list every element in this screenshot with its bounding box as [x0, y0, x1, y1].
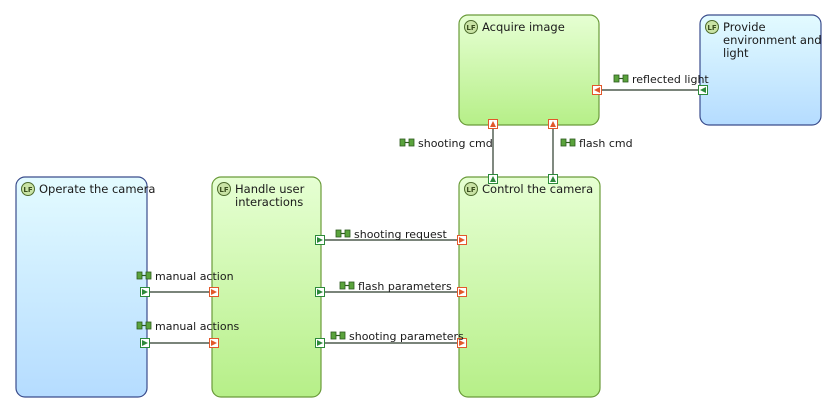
input-port[interactable]: [548, 119, 558, 129]
function-title: interactions: [235, 195, 303, 209]
exchange-label: manual actions: [155, 320, 240, 333]
exchange-item-icon: [560, 138, 576, 147]
input-port[interactable]: [592, 85, 602, 95]
output-port[interactable]: [315, 235, 325, 245]
badge-text: LF: [707, 24, 716, 32]
output-port[interactable]: [315, 287, 325, 297]
function-box: [699, 14, 822, 126]
output-port[interactable]: [140, 287, 150, 297]
function-box: [458, 176, 601, 398]
input-port[interactable]: [488, 119, 498, 129]
badge-text: LF: [466, 186, 475, 194]
exchange-item-icon: [339, 281, 355, 290]
exchange-item-icon: [399, 138, 415, 147]
logical-function-icon: LF: [464, 20, 478, 34]
badge-text: LF: [23, 186, 32, 194]
exchange-item-icon: [613, 74, 629, 83]
exchange-label: reflected light: [632, 73, 709, 86]
exchange-flash-parameters[interactable]: flash parameters: [339, 280, 452, 293]
logical-function-icon: LF: [21, 182, 35, 196]
exchange-manual-actions[interactable]: manual actions: [136, 320, 240, 333]
function-title: Acquire image: [482, 20, 565, 34]
output-port[interactable]: [548, 174, 558, 184]
exchange-label: flash cmd: [579, 137, 633, 150]
exchange-label: shooting parameters: [349, 330, 464, 343]
function-box: [15, 176, 148, 398]
input-port[interactable]: [457, 235, 467, 245]
output-port[interactable]: [488, 174, 498, 184]
input-port[interactable]: [457, 287, 467, 297]
function-control[interactable]: LF Control the camera: [458, 176, 601, 398]
input-port[interactable]: [457, 338, 467, 348]
function-title: environment and: [723, 33, 822, 47]
input-port[interactable]: [209, 287, 219, 297]
function-title: Control the camera: [482, 182, 593, 196]
exchange-manual-action[interactable]: manual action: [136, 270, 234, 283]
badge-text: LF: [466, 24, 475, 32]
function-title: Provide: [723, 20, 766, 34]
exchange-item-icon: [335, 229, 351, 238]
exchange-item-icon: [136, 271, 152, 280]
exchange-flash-cmd[interactable]: flash cmd: [560, 137, 633, 150]
exchange-item-icon: [330, 331, 346, 340]
exchange-label: shooting cmd: [418, 137, 493, 150]
exchange-shooting-parameters[interactable]: shooting parameters: [330, 330, 464, 343]
function-acquire[interactable]: LF Acquire image: [458, 14, 600, 126]
exchange-reflected-light[interactable]: reflected light: [613, 73, 709, 86]
exchange-label: flash parameters: [358, 280, 452, 293]
logical-function-icon: LF: [217, 182, 231, 196]
exchange-item-icon: [136, 321, 152, 330]
output-port[interactable]: [140, 338, 150, 348]
function-box: [458, 14, 600, 126]
function-title: Handle user: [235, 182, 305, 196]
badge-text: LF: [219, 186, 228, 194]
exchange-label: manual action: [155, 270, 234, 283]
function-operate[interactable]: LF Operate the camera: [15, 176, 155, 398]
logical-function-icon: LF: [464, 182, 478, 196]
function-title: Operate the camera: [39, 182, 155, 196]
exchange-label: shooting request: [354, 228, 447, 241]
output-port[interactable]: [315, 338, 325, 348]
function-box: [211, 176, 322, 398]
logical-function-icon: LF: [705, 20, 719, 34]
input-port[interactable]: [209, 338, 219, 348]
function-title: light: [723, 46, 749, 60]
exchange-shooting-cmd[interactable]: shooting cmd: [399, 137, 493, 150]
exchange-shooting-request[interactable]: shooting request: [335, 228, 447, 241]
output-port[interactable]: [698, 85, 708, 95]
